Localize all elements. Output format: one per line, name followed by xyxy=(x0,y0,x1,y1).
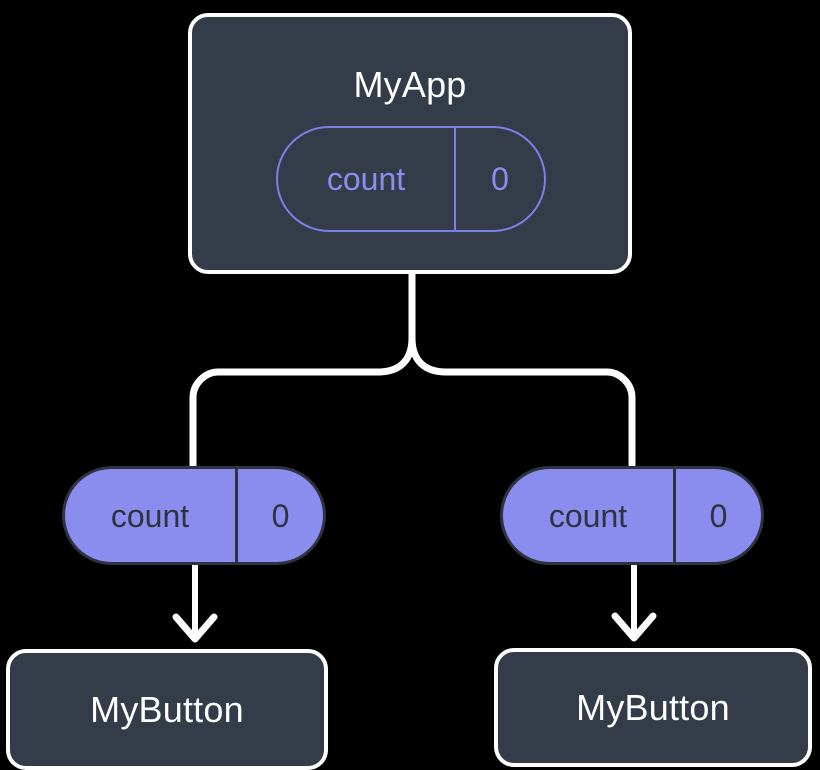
state-pill-child-left-value: 0 xyxy=(271,497,290,534)
component-title-mybutton-right: MyButton xyxy=(576,686,730,728)
state-pill-child-left-key: count xyxy=(65,469,238,562)
component-title-myapp: MyApp xyxy=(353,64,467,105)
component-box-mybutton-left[interactable]: MyButton xyxy=(6,649,328,770)
state-pill-root[interactable]: count 0 xyxy=(276,126,546,232)
component-title-mybutton-left: MyButton xyxy=(90,688,244,730)
parent-to-children-fork xyxy=(189,274,636,474)
component-box-mybutton-right[interactable]: MyButton xyxy=(494,648,812,767)
state-pill-root-value: 0 xyxy=(491,161,509,197)
state-to-component-arrow-right xyxy=(611,563,657,642)
state-to-component-arrow-left xyxy=(172,563,218,643)
state-pill-child-right-value: 0 xyxy=(709,497,728,534)
state-pill-root-key: count xyxy=(278,128,456,230)
state-pill-child-left[interactable]: count 0 xyxy=(62,466,326,565)
state-pill-child-right[interactable]: count 0 xyxy=(500,466,764,565)
state-pill-child-right-key: count xyxy=(503,469,676,562)
